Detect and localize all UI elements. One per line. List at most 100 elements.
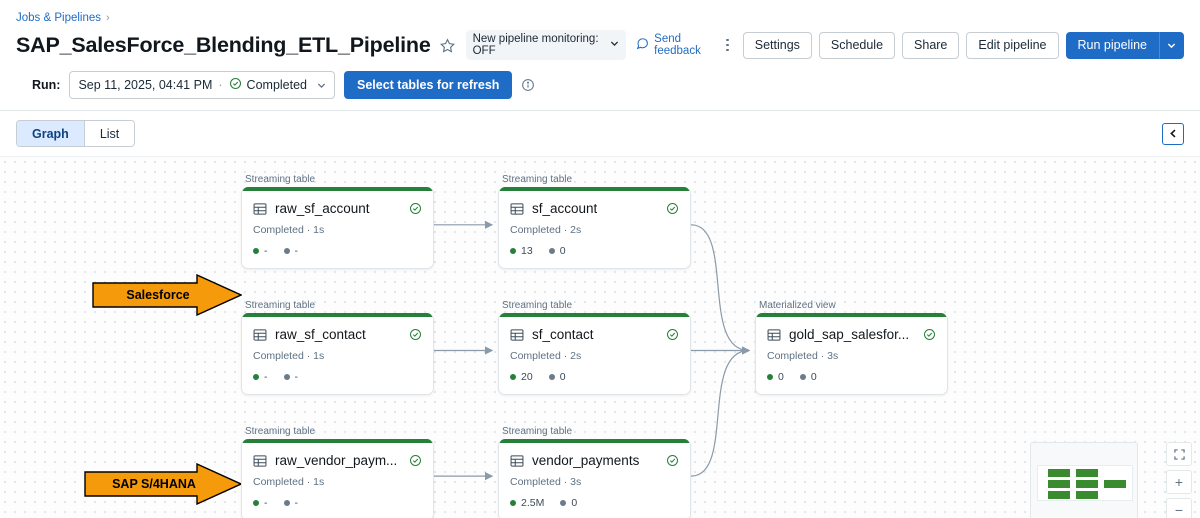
node-stat-dropped: -: [283, 497, 299, 509]
node-success-check-icon: [923, 328, 936, 341]
run-separator: ·: [218, 78, 223, 92]
node-stats: --: [253, 371, 422, 383]
node-success-check-icon: [409, 202, 422, 215]
view-tabs-row: Graph List: [0, 111, 1200, 156]
graph-node-raw_sf_account[interactable]: Streaming table raw_sf_account Completed…: [241, 174, 434, 269]
pipeline-monitoring-toggle[interactable]: New pipeline monitoring: OFF: [465, 30, 627, 60]
node-header: raw_sf_account: [253, 201, 422, 216]
node-type-label: Streaming table: [502, 174, 573, 185]
node-status-accent-bar: [242, 187, 433, 191]
node-type-label: Streaming table: [245, 300, 316, 311]
send-feedback-link[interactable]: Send feedback: [636, 33, 720, 57]
edge-vendor-payments-to-gold: [690, 346, 751, 477]
node-status: Completed · 1s: [253, 224, 325, 236]
run-label: Run:: [32, 78, 61, 92]
node-stat-dropped-value: -: [294, 245, 299, 257]
green-dot-icon: [767, 374, 773, 380]
minimap-node: [1104, 480, 1126, 488]
node-success-check-icon: [666, 328, 679, 341]
node-stat-dropped-value: -: [294, 497, 299, 509]
node-status-accent-bar: [756, 313, 947, 317]
minimap-node: [1048, 469, 1070, 477]
node-success-check-icon: [409, 328, 422, 341]
node-stat-dropped-value: 0: [571, 497, 578, 509]
node-name: raw_vendor_paym...: [275, 453, 398, 468]
node-stat-records-value: 0: [778, 371, 784, 383]
pipeline-graph-canvas[interactable]: Salesforce SAP S/4HANA Streaming table r…: [0, 156, 1200, 518]
node-stat-records-value: -: [264, 245, 268, 257]
info-icon[interactable]: [521, 78, 535, 92]
node-card[interactable]: raw_sf_contact Completed · 1s--: [241, 313, 434, 395]
node-status: Completed · 1s: [253, 350, 325, 362]
run-status-label: Completed: [246, 78, 307, 92]
node-type-label: Streaming table: [502, 426, 573, 437]
more-options-icon[interactable]: [720, 38, 736, 52]
node-stats: 2.5M 0: [510, 497, 679, 509]
graph-minimap[interactable]: [1030, 442, 1138, 518]
zoom-in-button[interactable]: +: [1166, 470, 1192, 494]
node-stat-records-value: -: [264, 371, 268, 383]
minimap-node: [1076, 480, 1098, 488]
node-status-accent-bar: [242, 313, 433, 317]
node-header: sf_account: [510, 201, 679, 216]
green-dot-icon: [510, 500, 516, 506]
grey-dot-icon: [548, 248, 555, 254]
node-body: raw_sf_account Completed · 1s--: [242, 191, 433, 268]
green-dot-icon: [510, 374, 516, 380]
node-stats: --: [253, 497, 422, 509]
node-type-label: Materialized view: [759, 300, 836, 311]
table-icon: [510, 328, 524, 342]
graph-node-gold_sap_salesforce[interactable]: Materialized view gold_sap_salesfor... C…: [755, 300, 948, 395]
favorite-star-icon[interactable]: [439, 37, 455, 53]
node-status: Completed · 1s: [253, 476, 325, 488]
settings-button[interactable]: Settings: [742, 31, 812, 59]
graph-node-raw_vendor_payments[interactable]: Streaming table raw_vendor_paym... Compl…: [241, 426, 434, 518]
fit-to-screen-button[interactable]: [1166, 442, 1192, 466]
graph-node-raw_sf_contact[interactable]: Streaming table raw_sf_contact Completed…: [241, 300, 434, 395]
node-stat-records: -: [253, 245, 268, 257]
share-button[interactable]: Share: [902, 31, 960, 59]
node-card[interactable]: raw_sf_account Completed · 1s--: [241, 187, 434, 269]
tab-graph[interactable]: Graph: [17, 121, 84, 146]
header-actions: Settings Schedule Share Edit pipeline Ru…: [720, 31, 1184, 59]
minimap-node: [1048, 480, 1070, 488]
graph-node-sf_contact[interactable]: Streaming table sf_contact Completed · 2…: [498, 300, 691, 395]
select-tables-for-refresh-button[interactable]: Select tables for refresh: [344, 71, 513, 99]
node-status-accent-bar: [242, 439, 433, 443]
status-check-icon: [229, 77, 242, 93]
node-stat-records: -: [253, 497, 268, 509]
node-name: sf_account: [532, 201, 598, 216]
grey-dot-icon: [283, 500, 290, 506]
grey-dot-icon: [799, 374, 806, 380]
node-card[interactable]: raw_vendor_paym... Completed · 1s--: [241, 439, 434, 518]
minimap-viewport[interactable]: [1037, 465, 1133, 501]
graph-node-sf_account[interactable]: Streaming table sf_account Completed · 2…: [498, 174, 691, 269]
node-stat-dropped: 0: [799, 371, 817, 383]
breadcrumb-link-jobs-pipelines[interactable]: Jobs & Pipelines: [16, 12, 102, 24]
graph-node-vendor_payments[interactable]: Streaming table vendor_payments Complete…: [498, 426, 691, 518]
node-stats: --: [253, 245, 422, 257]
chevron-down-icon: [610, 39, 619, 51]
tab-list[interactable]: List: [83, 121, 135, 146]
run-selector[interactable]: Sep 11, 2025, 04:41 PM · Completed: [69, 71, 335, 99]
node-body: raw_vendor_paym... Completed · 1s--: [242, 443, 433, 518]
node-stat-dropped-value: 0: [559, 371, 566, 383]
collapse-panel-button[interactable]: [1162, 122, 1184, 145]
breadcrumb-separator-icon: ›: [106, 12, 110, 24]
run-pipeline-split-button: Run pipeline: [1065, 31, 1184, 59]
zoom-out-button[interactable]: −: [1166, 498, 1192, 518]
run-pipeline-dropdown-caret-icon[interactable]: [1159, 31, 1184, 59]
run-pipeline-button[interactable]: Run pipeline: [1065, 31, 1159, 59]
page-header: Jobs & Pipelines › SAP_SalesForce_Blendi…: [0, 0, 1200, 110]
schedule-button[interactable]: Schedule: [818, 31, 896, 59]
header-divider: [0, 110, 1200, 111]
edit-pipeline-button[interactable]: Edit pipeline: [966, 31, 1059, 59]
node-stat-records: 2.5M: [510, 497, 544, 509]
node-status: Completed · 2s: [510, 350, 582, 362]
